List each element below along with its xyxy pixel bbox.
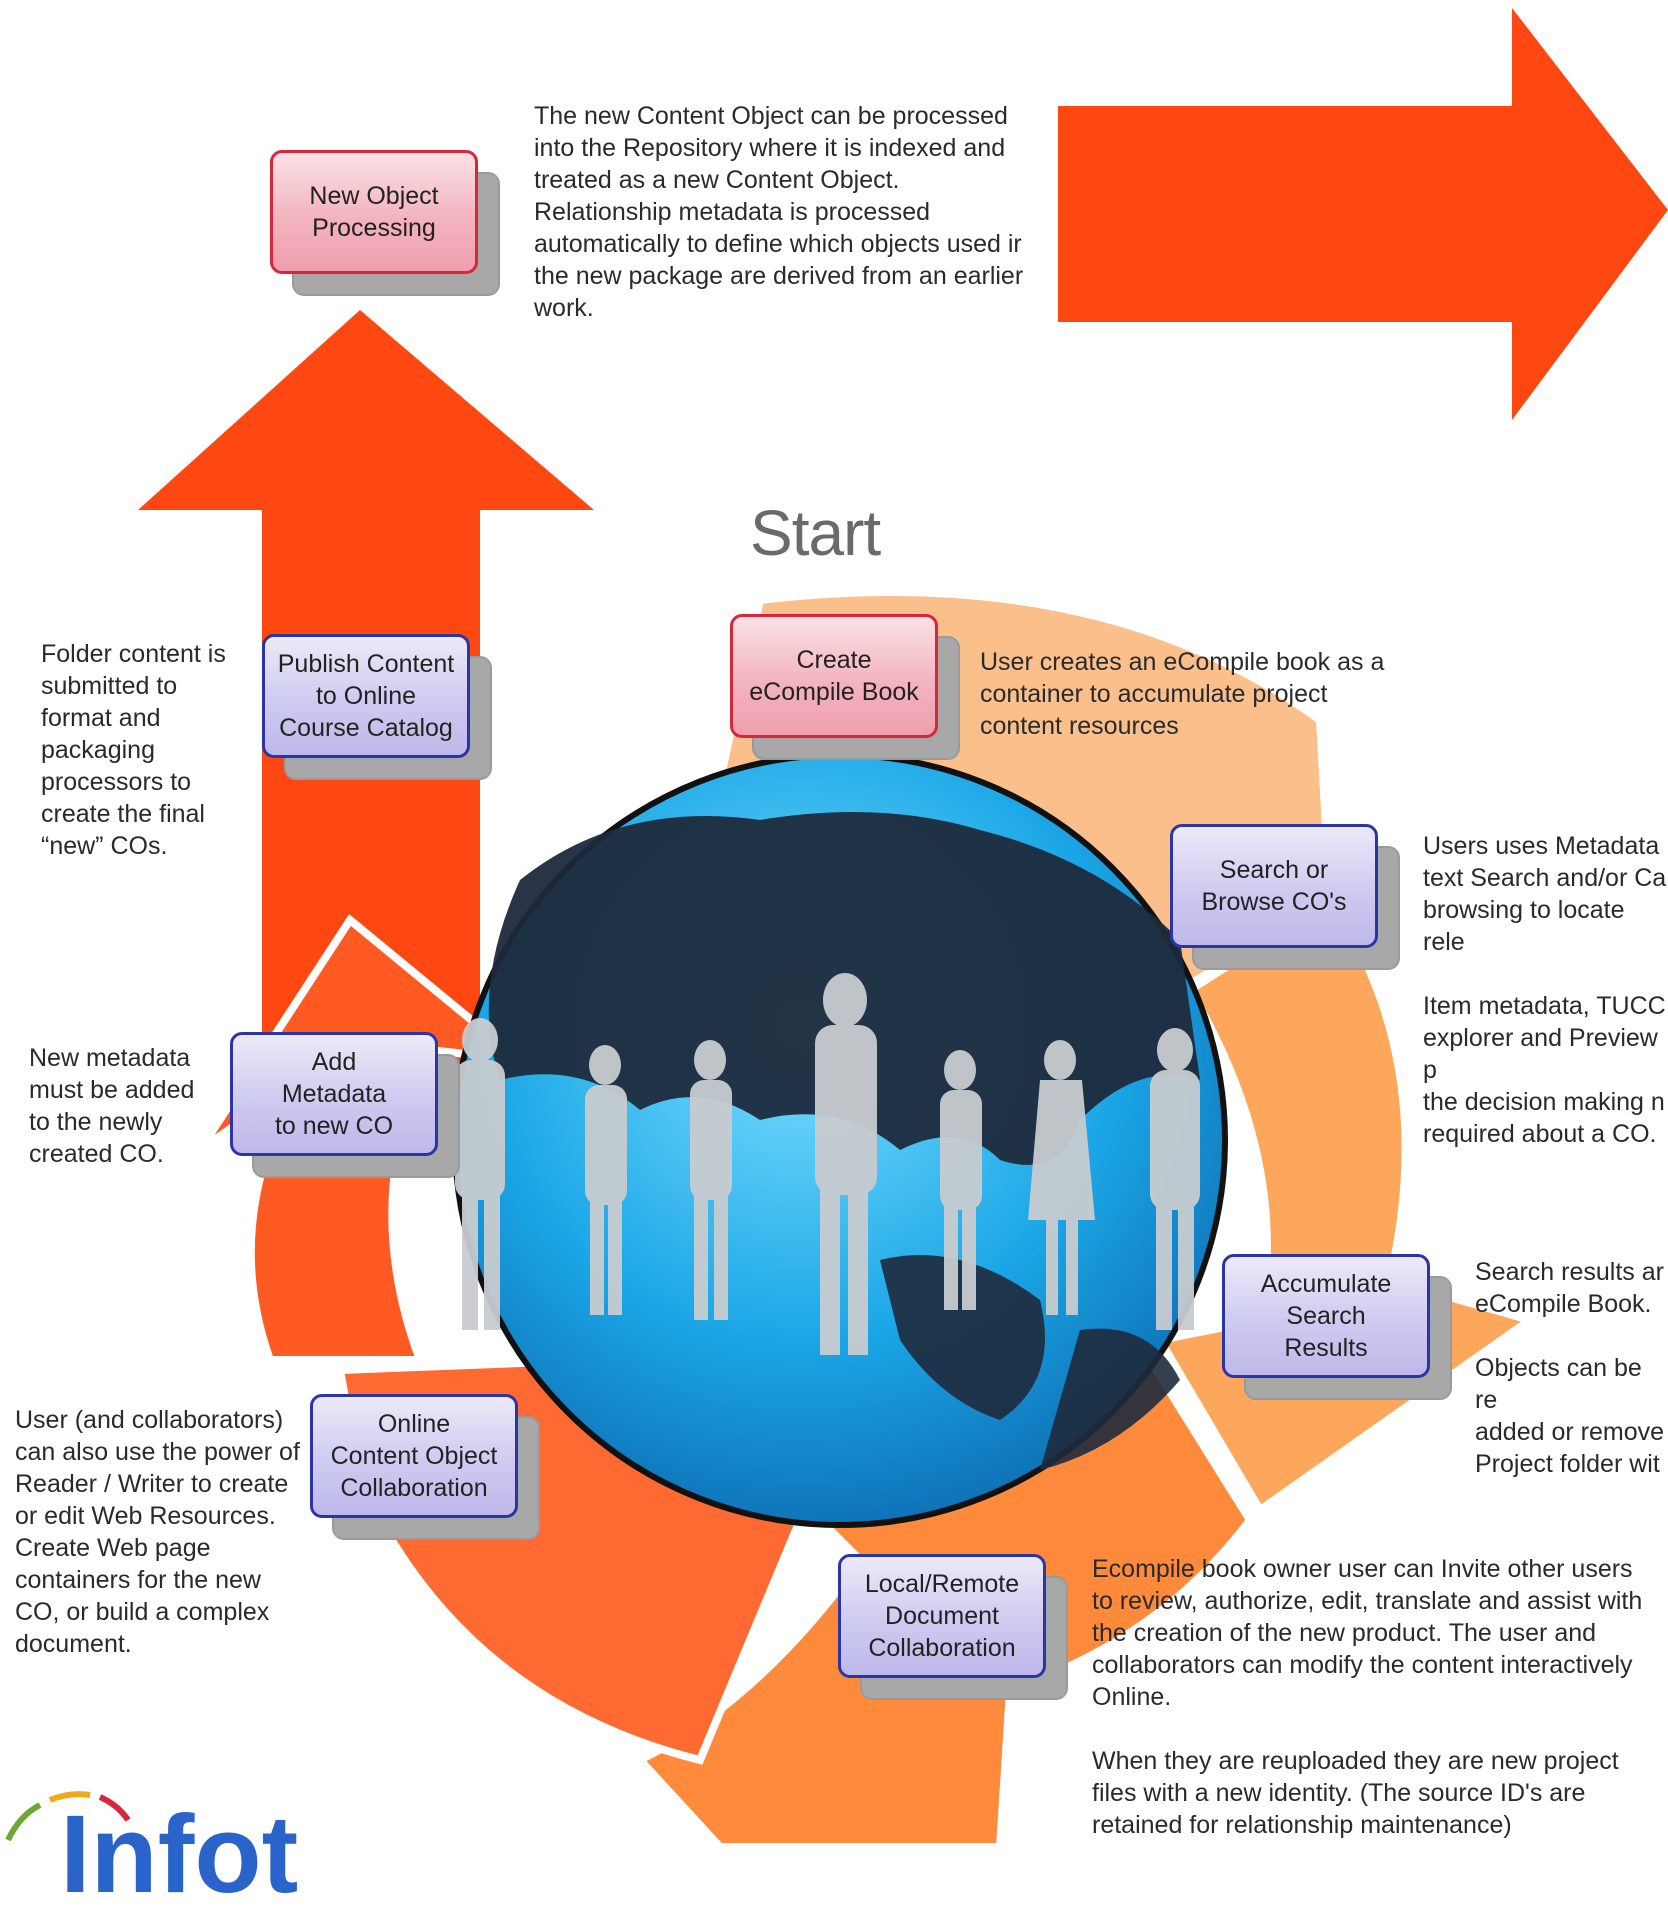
start-label: Start bbox=[750, 497, 881, 569]
globe-land-sea bbox=[1040, 1328, 1180, 1470]
search-browse-description: Users uses Metadata text Search and/or C… bbox=[1423, 832, 1667, 1148]
logo-mark bbox=[5, 1791, 131, 1842]
cycle-diagram bbox=[5, 8, 1668, 1847]
big-right-arrow bbox=[1058, 8, 1668, 420]
online-collaboration-description: User (and collaborators) can also use th… bbox=[15, 1406, 300, 1658]
add-metadata-box[interactable]: Add Metadata to new CO bbox=[230, 1032, 438, 1156]
new-object-processing-description: The new Content Object can be processed … bbox=[534, 102, 1024, 322]
publish-content-description: Folder content is submitted to format an… bbox=[41, 640, 226, 860]
online-collaboration-box[interactable]: Online Content Object Collaboration bbox=[310, 1394, 518, 1518]
new-object-processing-box[interactable]: New Object Processing bbox=[270, 150, 478, 274]
search-browse-box[interactable]: Search or Browse CO's bbox=[1170, 824, 1378, 948]
globe-land-south bbox=[880, 1255, 1045, 1420]
create-ecompile-book-box[interactable]: Create eCompile Book bbox=[730, 614, 938, 738]
add-metadata-description: New metadata must be added to the newly … bbox=[29, 1044, 195, 1168]
local-remote-collaboration-description: Ecompile book owner user can Invite othe… bbox=[1092, 1555, 1643, 1839]
local-remote-collaboration-box[interactable]: Local/Remote Document Collaboration bbox=[838, 1554, 1046, 1678]
create-ecompile-book-description: User creates an eCompile book as a conta… bbox=[980, 648, 1385, 740]
logo-text: Infot bbox=[60, 1793, 299, 1916]
accumulate-results-box[interactable]: Accumulate Search Results bbox=[1222, 1254, 1430, 1378]
accumulate-results-description: Search results ar eCompile Book. Objects… bbox=[1475, 1258, 1665, 1478]
people-silhouettes bbox=[455, 973, 1200, 1355]
publish-content-box[interactable]: Publish Content to Online Course Catalog bbox=[262, 634, 470, 758]
